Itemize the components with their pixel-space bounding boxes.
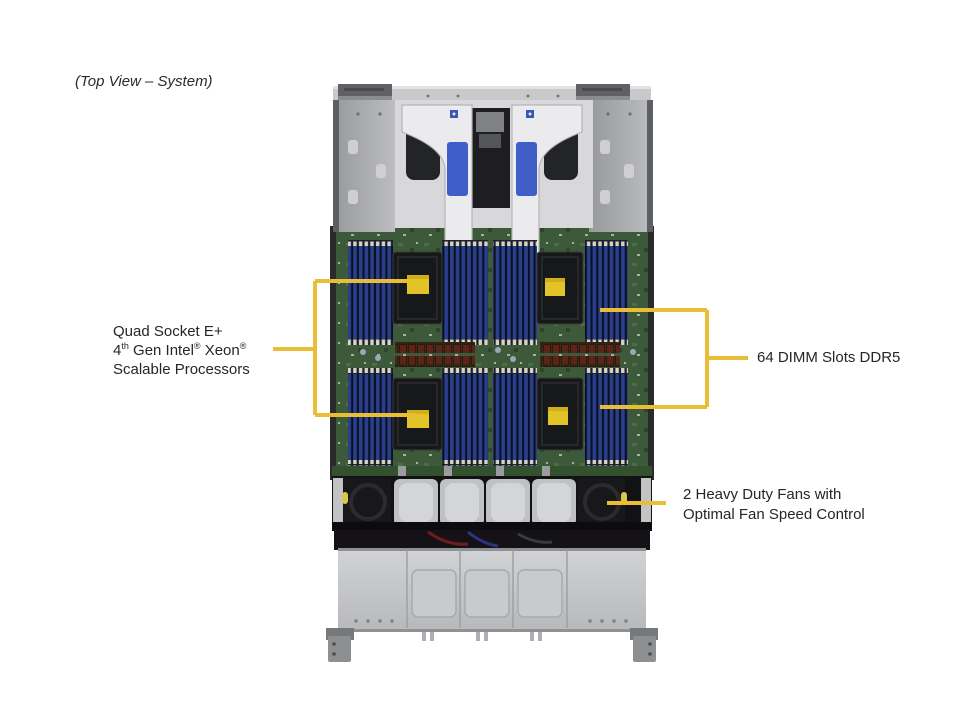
fan-row bbox=[332, 476, 652, 531]
cpu-socket-1 bbox=[392, 251, 443, 325]
front-cover bbox=[338, 548, 646, 641]
fans-label-line1: 2 Heavy Duty Fans with bbox=[683, 486, 842, 503]
dimm-bank bbox=[348, 245, 393, 340]
processors-label: Quad Socket E+ 4th Gen Intel® Xeon® Scal… bbox=[113, 322, 303, 379]
cpu-sticker bbox=[545, 278, 565, 296]
fan-header-strip bbox=[332, 466, 652, 478]
dimm-bank bbox=[493, 368, 537, 465]
server-top-view-illustration bbox=[318, 80, 666, 665]
processors-label-line3: Scalable Processors bbox=[113, 361, 250, 378]
chassis-rear-edge bbox=[333, 86, 651, 104]
riser-grip-right bbox=[516, 142, 537, 196]
cpu-socket-3 bbox=[392, 377, 443, 451]
fans-label: 2 Heavy Duty Fans with Optimal Fan Speed… bbox=[683, 485, 903, 525]
dimm-bank bbox=[493, 245, 537, 340]
dimm-bank bbox=[442, 245, 488, 340]
server-chassis-svg bbox=[326, 84, 658, 662]
dimm-row-lower bbox=[348, 368, 628, 466]
riser-grip-left bbox=[447, 142, 468, 196]
dimm-row-upper bbox=[348, 240, 628, 345]
dimm-label: 64 DIMM Slots DDR5 bbox=[757, 349, 901, 366]
heavy-duty-fan-right bbox=[578, 478, 627, 526]
fan-release-tab bbox=[342, 492, 348, 504]
rack-ear-left bbox=[326, 628, 354, 662]
riser-bracket bbox=[395, 100, 593, 256]
heavy-duty-fan-left bbox=[342, 478, 391, 526]
processors-label-line2: 4th Gen Intel® Xeon® bbox=[113, 341, 247, 360]
processors-label-line1: Quad Socket E+ bbox=[113, 323, 223, 340]
psu-left bbox=[338, 84, 392, 113]
dimm-bank bbox=[348, 368, 393, 465]
cpu-socket-2 bbox=[536, 251, 584, 325]
fans-label-line2: Optimal Fan Speed Control bbox=[683, 506, 865, 523]
dimm-bank bbox=[442, 368, 488, 465]
fan-release-tab bbox=[621, 492, 627, 504]
side-rail-right bbox=[589, 100, 653, 232]
cable-area bbox=[334, 530, 650, 550]
dimm-bank bbox=[585, 245, 628, 340]
rack-ear-right bbox=[630, 628, 658, 662]
dimm-bank bbox=[585, 368, 628, 465]
side-rail-left bbox=[333, 100, 395, 232]
page-title: (Top View – System) bbox=[75, 73, 213, 90]
cpu-sticker bbox=[548, 407, 568, 425]
cpu-socket-4 bbox=[536, 377, 584, 451]
